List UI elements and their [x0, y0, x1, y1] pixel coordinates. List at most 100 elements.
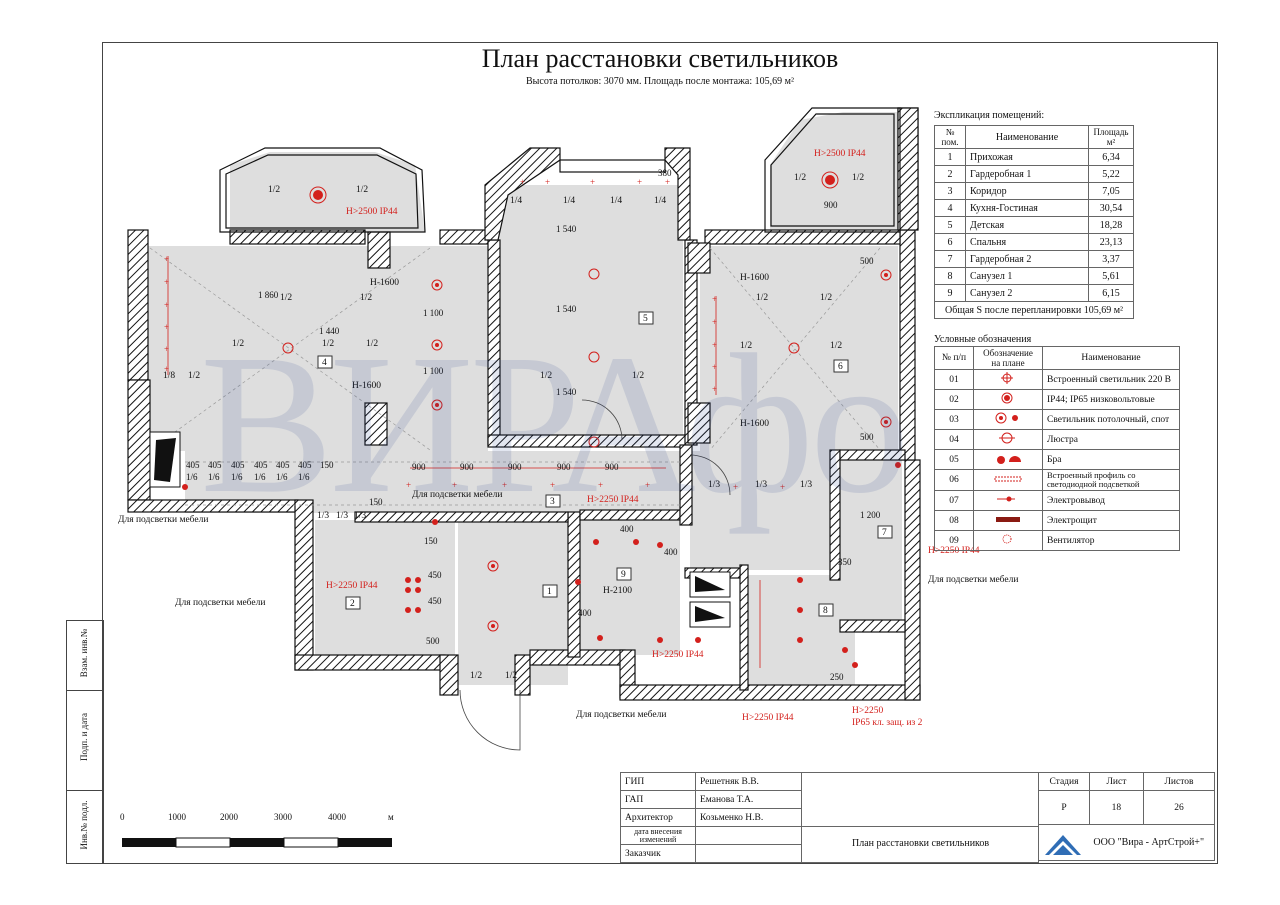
svg-text:1/4: 1/4 — [510, 196, 522, 206]
stamp-name — [695, 826, 802, 845]
stamp-role: Заказчик — [620, 844, 696, 863]
legend-number: 06 — [934, 469, 974, 491]
svg-text:+: + — [712, 340, 717, 350]
svg-text:1/2: 1/2 — [268, 185, 280, 195]
svg-text:450: 450 — [428, 570, 442, 580]
svg-text:1/4: 1/4 — [654, 196, 666, 206]
svg-text:1/4: 1/4 — [610, 196, 622, 206]
svg-text:1/3: 1/3 — [336, 511, 348, 521]
room-name: Гардеробная 1 — [965, 165, 1089, 183]
recessed-light-icon — [973, 369, 1043, 390]
stamp-sheet: Стадия Лист Листов Р 18 26 ООО "Вира - А… — [1038, 772, 1216, 861]
room-name: Коридор — [965, 182, 1089, 200]
legend-caption: Условные обозначения — [934, 334, 1032, 345]
svg-text:150: 150 — [424, 536, 438, 546]
svg-text:4: 4 — [322, 358, 327, 368]
svg-text:+: + — [164, 277, 169, 287]
side-stamp-text: Взам. инв.№ — [79, 628, 89, 678]
scale-bar: 0 1000 2000 3000 4000 м — [120, 810, 400, 850]
room-number: 6 — [934, 233, 966, 251]
legend-number: 01 — [934, 369, 974, 390]
room-name: Санузел 2 — [965, 284, 1089, 302]
svg-text:1 540: 1 540 — [556, 387, 577, 397]
svg-text:900: 900 — [412, 462, 426, 472]
svg-text:1/2: 1/2 — [830, 341, 842, 351]
svg-text:H>2250 IP44: H>2250 IP44 — [742, 713, 794, 723]
room-table-caption: Экспликация помещений: — [934, 110, 1045, 121]
legend-number: 08 — [934, 510, 974, 531]
stamp-name: Козьменко Н.В. — [695, 808, 802, 827]
svg-text:900: 900 — [557, 462, 571, 472]
stamp-name: Еманова Т.А. — [695, 790, 802, 809]
svg-text:1 100: 1 100 — [423, 308, 444, 318]
svg-text:405: 405 — [208, 460, 222, 470]
led-profile-icon — [973, 469, 1043, 491]
svg-text:405: 405 — [276, 460, 290, 470]
scale-tick: 4000 — [328, 812, 346, 822]
svg-text:H-1600: H-1600 — [740, 273, 769, 283]
room-name: Спальня — [965, 233, 1089, 251]
stamp-name — [695, 844, 802, 863]
room-area: 30,54 — [1088, 199, 1134, 217]
svg-text:1/2: 1/2 — [280, 293, 292, 303]
drawing-frame — [102, 42, 1218, 864]
svg-text:+: + — [712, 294, 717, 304]
svg-text:400: 400 — [664, 547, 678, 557]
side-stamp-text: Подп. и дата — [79, 712, 89, 762]
svg-text:+: + — [520, 177, 525, 187]
room-number: 3 — [934, 182, 966, 200]
svg-text:1/2: 1/2 — [470, 671, 482, 681]
walls — [127, 107, 921, 701]
svg-text:H>2250 IP44: H>2250 IP44 — [652, 650, 704, 660]
svg-text:1 200: 1 200 — [860, 510, 881, 520]
legend-number: 03 — [934, 409, 974, 430]
page-subtitle: Высота потолков: 3070 мм. Площадь после … — [526, 76, 794, 87]
svg-text:1/2: 1/2 — [756, 293, 768, 303]
svg-text:1/4: 1/4 — [563, 196, 575, 206]
side-stamp-text: Инв.№ подл. — [79, 800, 89, 850]
svg-text:5: 5 — [643, 314, 648, 324]
room-table-head-name: Наименование — [965, 125, 1089, 149]
balconies — [219, 107, 901, 233]
room-table-header: № пом. Наименование Площадь м² — [934, 125, 1134, 149]
svg-text:1/2: 1/2 — [356, 185, 368, 195]
svg-text:1/2: 1/2 — [540, 371, 552, 381]
svg-text:1/2: 1/2 — [852, 173, 864, 183]
room-table-total: Общая S после перепланировки 105,69 м² — [934, 301, 1134, 319]
stamp-role: ГИП — [620, 772, 696, 791]
svg-text:+: + — [598, 480, 603, 490]
svg-text:H-1600: H-1600 — [370, 278, 399, 288]
watermark: ВИРАфо — [200, 314, 910, 535]
scale-tick: 0 — [120, 812, 125, 822]
stamp-title-cell — [802, 826, 1038, 862]
svg-text:405: 405 — [298, 460, 312, 470]
svg-text:1/6: 1/6 — [208, 472, 220, 482]
svg-text:250: 250 — [830, 672, 844, 682]
svg-text:1/8: 1/8 — [163, 371, 175, 381]
stamp-row: дата внесения изменений — [620, 826, 802, 845]
svg-text:+: + — [645, 480, 650, 490]
svg-text:+: + — [712, 362, 717, 372]
room-table-head-num: № пом. — [934, 125, 966, 149]
svg-text:2: 2 — [350, 599, 355, 609]
svg-text:IP65 кл. защ. из 2: IP65 кл. защ. из 2 — [852, 718, 923, 728]
svg-text:405: 405 — [254, 460, 268, 470]
room-name: Прихожая — [965, 148, 1089, 166]
legend-head-name: Наименование — [1042, 346, 1180, 370]
sconce-icon — [973, 449, 1043, 470]
svg-text:7: 7 — [882, 528, 887, 538]
svg-text:+: + — [712, 384, 717, 394]
room-name: Кухня-Гостиная — [965, 199, 1089, 217]
svg-text:H>2250 IP44: H>2250 IP44 — [928, 546, 980, 556]
svg-text:1 540: 1 540 — [556, 304, 577, 314]
